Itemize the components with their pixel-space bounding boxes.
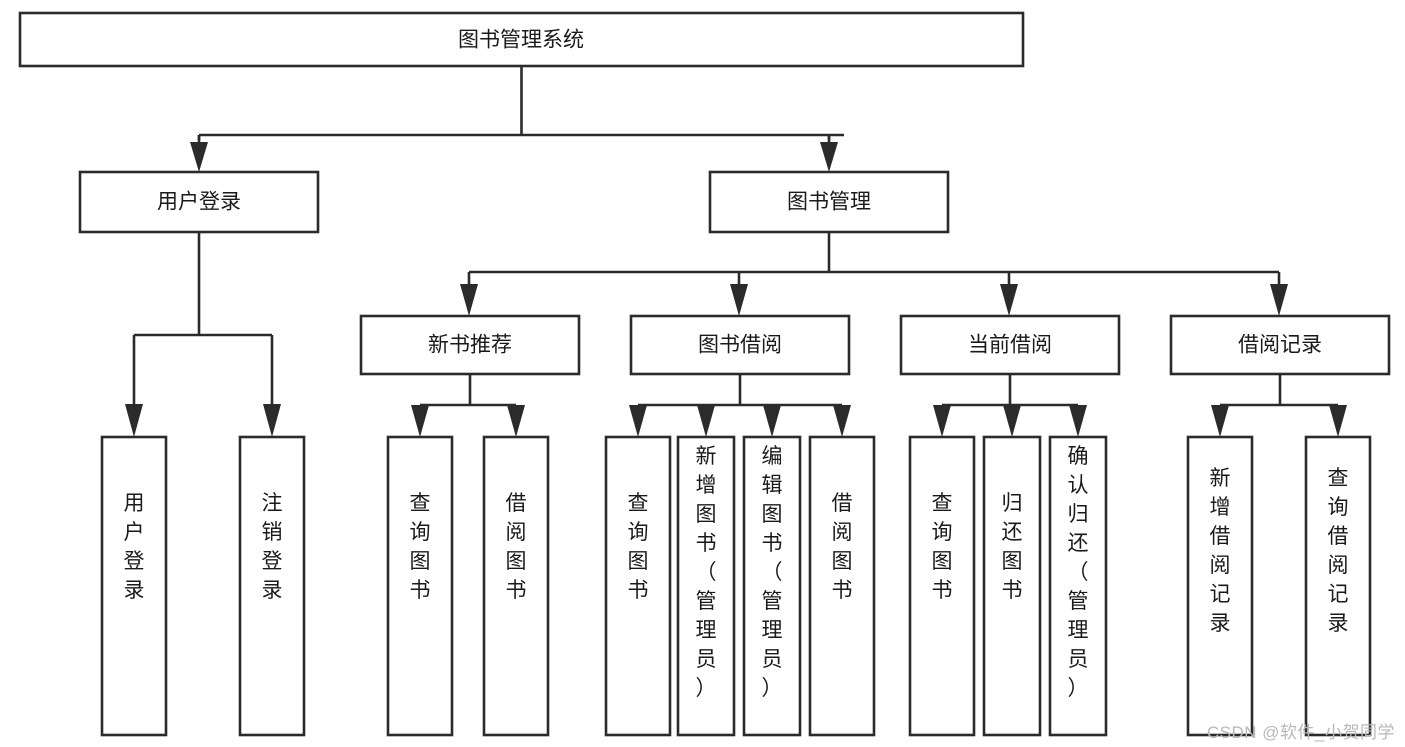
node-leaf-query-book-1-box[interactable]: [386, 435, 454, 737]
node-leaf-edit-book-label: 编辑图书（管理员）: [762, 445, 783, 700]
node-root[interactable]: 图书管理系统: [18, 11, 1025, 68]
arrow-head-leaf-logout: [263, 404, 281, 437]
leaf-node-group: 用户登录 注销登录 查询图书 借阅图书 查询图书 新增图书（管理员）: [100, 435, 1372, 737]
node-leaf-return-book-label: 归还图书: [1002, 492, 1023, 602]
node-book-borrow-box[interactable]: [629, 314, 851, 376]
node-root-label: 图书管理系统: [458, 29, 584, 52]
node-leaf-logout-box[interactable]: [238, 435, 306, 737]
node-leaf-query-record[interactable]: 查询借阅记录: [1304, 435, 1372, 737]
node-leaf-query-record-box[interactable]: [1304, 435, 1372, 737]
arrow-head-leaf-confirm-return: [1069, 405, 1087, 437]
node-root-box[interactable]: [18, 11, 1025, 68]
node-leaf-borrow-book-1[interactable]: 借阅图书: [482, 435, 550, 737]
node-leaf-borrow-book-1-label: 借阅图书: [506, 492, 527, 602]
arrow-head-user-login: [190, 142, 208, 172]
node-leaf-add-record-box[interactable]: [1186, 435, 1254, 737]
arrow-head-borrow-record: [1270, 284, 1288, 316]
node-new-book-recommend-box[interactable]: [359, 314, 581, 376]
node-borrow-record-label: 借阅记录: [1238, 334, 1322, 357]
node-leaf-query-book-3[interactable]: 查询图书: [908, 435, 976, 737]
arrow-head-book-management: [820, 142, 838, 172]
node-leaf-user-login[interactable]: 用户登录: [100, 435, 168, 737]
node-leaf-add-record-label: 新增借阅记录: [1210, 467, 1231, 635]
arrow-head-leaf-borrow-book-2: [833, 405, 851, 437]
node-leaf-query-book-2-label: 查询图书: [628, 492, 649, 602]
connector-group: [125, 66, 1347, 437]
node-leaf-return-book-box[interactable]: [982, 435, 1042, 737]
node-leaf-query-book-1[interactable]: 查询图书: [386, 435, 454, 737]
node-leaf-query-book-2[interactable]: 查询图书: [604, 435, 672, 737]
node-book-borrow[interactable]: 图书借阅: [629, 314, 851, 376]
node-leaf-logout[interactable]: 注销登录: [238, 435, 306, 737]
node-leaf-query-book-3-box[interactable]: [908, 435, 976, 737]
arrow-head-leaf-return-book: [1003, 405, 1021, 437]
arrow-head-leaf-query-book-3: [933, 405, 951, 437]
node-leaf-confirm-return-label: 确认归还（管理员）: [1068, 445, 1089, 700]
arrow-head-leaf-edit-book: [763, 405, 781, 437]
node-book-management-box[interactable]: [708, 170, 950, 234]
node-leaf-user-login-box[interactable]: [100, 435, 168, 737]
node-user-login[interactable]: 用户登录: [78, 170, 320, 234]
node-leaf-user-login-label: 用户登录: [124, 492, 145, 602]
node-leaf-logout-label: 注销登录: [262, 492, 283, 602]
node-leaf-borrow-book-2-box[interactable]: [808, 435, 876, 737]
node-current-borrow[interactable]: 当前借阅: [899, 314, 1121, 376]
node-leaf-edit-book-box[interactable]: [742, 435, 802, 737]
node-book-management[interactable]: 图书管理: [708, 170, 950, 234]
node-user-login-label: 用户登录: [157, 191, 241, 214]
arrow-head-leaf-add-record: [1211, 405, 1229, 437]
node-leaf-borrow-book-2-label: 借阅图书: [832, 492, 853, 602]
node-leaf-borrow-book-1-box[interactable]: [482, 435, 550, 737]
node-current-borrow-box[interactable]: [899, 314, 1121, 376]
node-leaf-query-book-1-label: 查询图书: [410, 492, 431, 602]
node-leaf-add-book[interactable]: 新增图书（管理员）: [676, 435, 736, 737]
node-leaf-add-record[interactable]: 新增借阅记录: [1186, 435, 1254, 737]
node-new-book-recommend-label: 新书推荐: [428, 334, 512, 357]
node-leaf-query-book-2-box[interactable]: [604, 435, 672, 737]
node-leaf-borrow-book-2[interactable]: 借阅图书: [808, 435, 876, 737]
node-leaf-add-book-box[interactable]: [676, 435, 736, 737]
node-borrow-record-box[interactable]: [1169, 314, 1391, 376]
arrow-head-current-borrow: [1000, 284, 1018, 316]
node-leaf-confirm-return-box[interactable]: [1048, 435, 1108, 737]
node-book-management-label: 图书管理: [787, 191, 871, 214]
node-book-borrow-label: 图书借阅: [698, 334, 782, 357]
arrow-head-leaf-query-book-1: [411, 405, 429, 437]
node-leaf-query-book-3-label: 查询图书: [932, 492, 953, 602]
node-leaf-query-record-label: 查询借阅记录: [1328, 467, 1349, 635]
arrow-head-book-borrow: [730, 284, 748, 316]
node-current-borrow-label: 当前借阅: [968, 334, 1052, 357]
arrow-head-leaf-user-login: [125, 404, 143, 437]
arrow-head-leaf-add-book: [697, 405, 715, 437]
arrow-head-leaf-query-book-2: [629, 405, 647, 437]
arrow-head-new-book-recommend: [460, 284, 478, 316]
node-leaf-confirm-return[interactable]: 确认归还（管理员）: [1048, 435, 1108, 737]
arrow-head-leaf-query-record: [1329, 405, 1347, 437]
node-borrow-record[interactable]: 借阅记录: [1169, 314, 1391, 376]
node-user-login-box[interactable]: [78, 170, 320, 234]
node-leaf-edit-book[interactable]: 编辑图书（管理员）: [742, 435, 802, 737]
node-leaf-add-book-label: 新增图书（管理员）: [696, 445, 717, 700]
csdn-watermark: CSDN @软件_小贺同学: [1206, 723, 1395, 742]
node-new-book-recommend[interactable]: 新书推荐: [359, 314, 581, 376]
node-leaf-return-book[interactable]: 归还图书: [982, 435, 1042, 737]
arrow-head-leaf-borrow-book-1: [507, 405, 525, 437]
